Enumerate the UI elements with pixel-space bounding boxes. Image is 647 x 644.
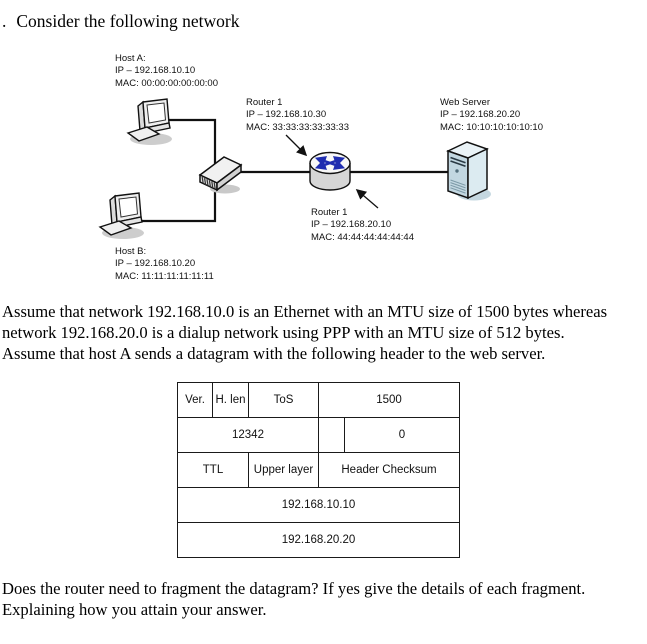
host-b-label: Host B: IP – 192.168.10.20 MAC: 11:11:11… bbox=[115, 246, 214, 283]
question-title: . Consider the following network bbox=[2, 11, 239, 32]
host-b-mac: MAC: 11:11:11:11:11:11 bbox=[115, 270, 214, 282]
ip-header-flags-cell bbox=[319, 418, 345, 453]
paragraph-mtu-line1: Assume that network 192.168.10.0 is an E… bbox=[2, 302, 608, 321]
web-server-ip: IP – 192.168.20.20 bbox=[440, 109, 521, 121]
network-diagram bbox=[99, 98, 492, 240]
question-title-text: Consider the following network bbox=[16, 11, 240, 31]
list-marker: . bbox=[2, 11, 7, 31]
paragraph-mtu-assumptions: Assume that network 192.168.10.0 is an E… bbox=[2, 302, 607, 364]
router1-top-name: Router 1 bbox=[246, 97, 283, 108]
host-a-mac: MAC: 00:00:00:00:00:00 bbox=[115, 77, 218, 89]
paragraph-question: Does the router need to fragment the dat… bbox=[2, 579, 585, 621]
ip-header-destination-ip-cell: 192.168.20.20 bbox=[178, 523, 460, 558]
ip-header-table: Ver. H. len ToS 1500 12342 0 TTL Upper l… bbox=[177, 382, 460, 558]
router1-bottom-name: Router 1 bbox=[311, 207, 348, 218]
ip-header-tos-cell: ToS bbox=[249, 383, 319, 418]
web-server-icon bbox=[447, 141, 492, 202]
paragraph-mtu-line2: network 192.168.20.0 is a dialup network… bbox=[2, 322, 565, 342]
ip-header-checksum-cell: Header Checksum bbox=[319, 453, 460, 488]
router1-top-ip: IP – 192.168.10.30 bbox=[246, 109, 327, 121]
ip-header-source-ip-cell: 192.168.10.10 bbox=[178, 488, 460, 523]
paragraph-question-line1: Does the router need to fragment the dat… bbox=[2, 579, 586, 598]
ip-header-total-length-cell: 1500 bbox=[319, 383, 460, 418]
ip-header-upper-layer-cell: Upper layer bbox=[249, 453, 319, 488]
router1-top-label: Router 1 IP – 192.168.10.30 MAC: 33:33:3… bbox=[246, 97, 349, 134]
ip-header-fragment-offset-cell: 0 bbox=[345, 418, 460, 453]
paragraph-mtu-line3: Assume that host A sends a datagram with… bbox=[2, 343, 546, 363]
ip-header-ver-cell: Ver. bbox=[178, 383, 213, 418]
web-server-mac: MAC: 10:10:10:10:10:10 bbox=[440, 121, 543, 133]
host-a-computer-icon bbox=[127, 98, 173, 146]
host-a-name: Host A: bbox=[115, 53, 146, 64]
router1-bottom-mac: MAC: 44:44:44:44:44:44 bbox=[311, 231, 414, 243]
ip-header-identification-cell: 12342 bbox=[178, 418, 319, 453]
paragraph-question-line2: Explaining how you attain your answer. bbox=[2, 599, 267, 619]
ip-header-hlen-cell: H. len bbox=[213, 383, 249, 418]
host-b-computer-icon bbox=[99, 192, 145, 240]
ethernet-hub-icon bbox=[199, 156, 242, 195]
router1-bottom-label: Router 1 IP – 192.168.20.10 MAC: 44:44:4… bbox=[311, 207, 414, 244]
host-a-ip: IP – 192.168.10.10 bbox=[115, 65, 196, 77]
router-pointer-arrow-bottom bbox=[355, 188, 379, 209]
web-server-label: Web Server IP – 192.168.20.20 MAC: 10:10… bbox=[440, 97, 543, 134]
host-b-ip: IP – 192.168.10.20 bbox=[115, 258, 196, 270]
router1-bottom-ip: IP – 192.168.20.10 bbox=[311, 219, 392, 231]
ip-header-ttl-cell: TTL bbox=[178, 453, 249, 488]
router-pointer-arrow-top bbox=[285, 134, 308, 157]
host-a-label: Host A: IP – 192.168.10.10 MAC: 00:00:00… bbox=[115, 53, 218, 90]
router1-top-mac: MAC: 33:33:33:33:33:33 bbox=[246, 121, 349, 133]
web-server-name: Web Server bbox=[440, 97, 490, 108]
host-b-name: Host B: bbox=[115, 246, 147, 257]
router-icon bbox=[310, 153, 350, 191]
